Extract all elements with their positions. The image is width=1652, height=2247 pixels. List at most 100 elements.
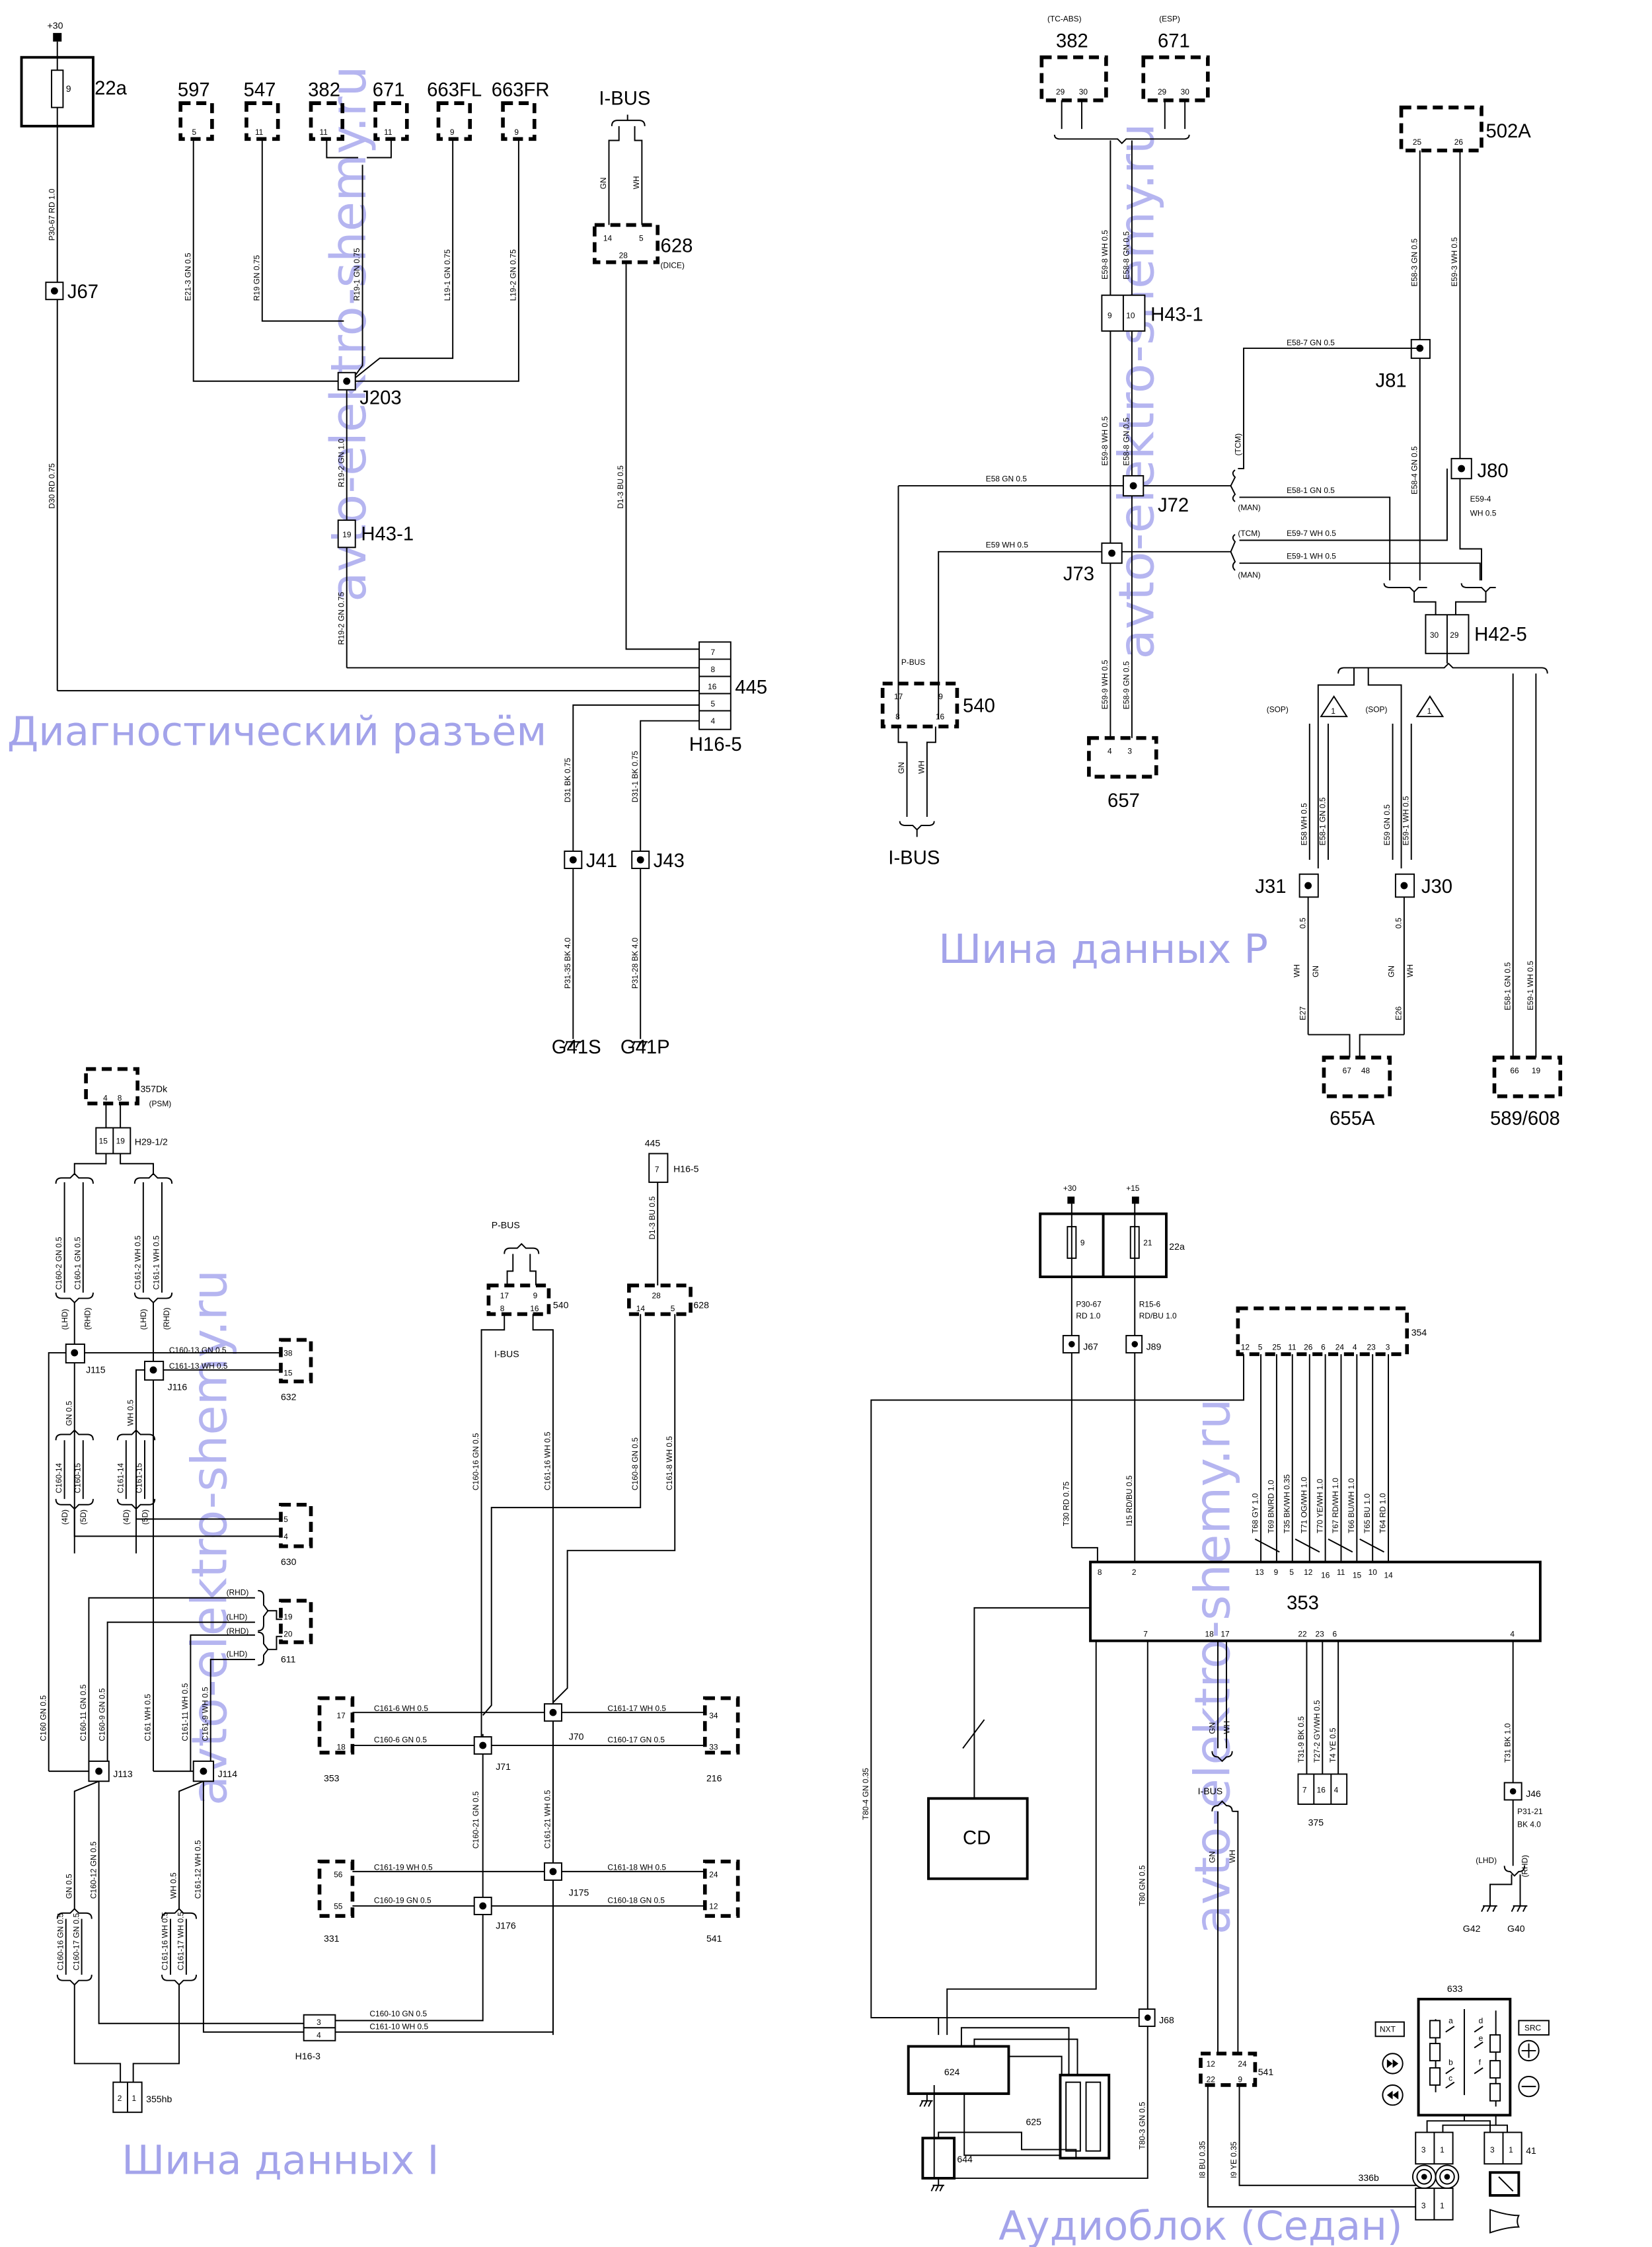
wire-label: E59 WH 0.5 (986, 540, 1029, 549)
wire-label: C161-18 WH 0.5 (607, 1863, 666, 1872)
splice-label: J43 (654, 851, 685, 872)
pin-label: 4 (1108, 747, 1112, 756)
wire-label: C160-9 GN 0.5 (97, 1688, 106, 1741)
pin-label: 12 (1207, 2059, 1216, 2069)
pin-label: 30 (1430, 630, 1439, 640)
wire-e58-7 (1238, 347, 1420, 470)
module-label: 597 (178, 79, 210, 100)
wire-label: C160-15 (73, 1463, 82, 1493)
splice-label: J71 (496, 1761, 511, 1772)
wire-label: C160-17 GN 0.5 (71, 1913, 81, 1970)
connector-375 (1297, 1773, 1348, 1805)
module-663fl: 663FL 9 (427, 79, 482, 141)
module-label: 630 (281, 1556, 297, 1567)
pin-label: 5 (639, 233, 644, 243)
pin-label: 29 (1056, 87, 1065, 96)
wire-label: C161-14 (116, 1463, 125, 1493)
speaker-wires (1260, 1354, 1390, 1562)
bus-brace (1053, 134, 1190, 145)
pin-label: 3 (1421, 2145, 1426, 2154)
module-label: 671 (1158, 31, 1190, 52)
wire-label: E59-3 WH 0.5 (1450, 237, 1459, 287)
pin-label: 5 (1289, 1568, 1294, 1577)
wire-label: E58-8 GN 0.5 (1122, 231, 1131, 280)
bus-brace (611, 114, 646, 126)
module-label: 625 (1026, 2117, 1041, 2127)
splice-dot (1509, 1788, 1517, 1795)
wire-label: R15-6 (1139, 1300, 1161, 1309)
pin-label: 12 (1241, 1343, 1250, 1352)
pin-label: 22 (1207, 2075, 1216, 2084)
wire-to-630 (73, 1509, 283, 1537)
wire-label: T69 BN/RD 1.0 (1267, 1480, 1276, 1533)
module-label: 41 (1526, 2145, 1536, 2156)
splice-label: J114 (218, 1769, 238, 1779)
wire-label: C160-19 GN 0.5 (374, 1896, 432, 1905)
pin-label: 3 (1421, 2201, 1426, 2210)
wire-382-671 (326, 139, 392, 159)
ground-icon (1511, 1905, 1528, 1913)
wire-label: C161-1 WH 0.5 (152, 1235, 161, 1289)
resistor-icon (1489, 2060, 1501, 2079)
module-611 (279, 1599, 313, 1644)
module-644 (921, 2137, 956, 2180)
wires-from-j113-j114 (73, 1780, 304, 2033)
pin-label: 66 (1510, 1066, 1519, 1075)
splice-label: J176 (496, 1921, 516, 1931)
splice-dot (569, 856, 577, 864)
variant-label: (LHD) (227, 1650, 248, 1659)
module-671 (1141, 55, 1210, 102)
pin-label: 24 (1238, 2059, 1247, 2069)
wire-label: WH (1293, 964, 1302, 977)
pin-label: 10 (1369, 1568, 1378, 1577)
connector-label: H42-5 (1474, 624, 1527, 645)
pin-label: 1 (1509, 2145, 1513, 2154)
wire-label: T68 GY 1.0 (1251, 1493, 1260, 1533)
module-cd (927, 1797, 1029, 1880)
wire-label: WH 0.5 (169, 1872, 178, 1899)
variant-label: (MAN) (1238, 570, 1260, 580)
wire-label: C161-17 WH 0.5 (607, 1704, 666, 1713)
wire (73, 1153, 154, 1176)
splice-dot (1400, 882, 1408, 890)
wire-label: C161-17 WH 0.5 (176, 1911, 186, 1970)
variant-label: (RHD) (227, 1626, 249, 1636)
wire-e59-3 (1459, 150, 1482, 581)
pin-label: 17 (894, 692, 903, 701)
component-cells (1085, 2081, 1102, 2152)
module-label: 644 (957, 2154, 973, 2164)
switch-label: c (1448, 2073, 1452, 2082)
pin-label: 5 (671, 1304, 675, 1313)
variant-label: (4D) (60, 1509, 69, 1525)
wires-to-655a (1308, 1034, 1404, 1058)
horn-coil-icon (1421, 2174, 1427, 2180)
fuse-number: 21 (1143, 1238, 1152, 1247)
module-540 (880, 681, 959, 729)
note-triangle-icon (1415, 695, 1445, 718)
wire-label: E59-1 WH 0.5 (1526, 961, 1535, 1010)
module-label: 671 (373, 79, 405, 100)
wire-label: D1-3 BU 0.5 (616, 465, 625, 509)
pin-label: 5 (283, 1515, 288, 1524)
wire-e59-1 (1239, 562, 1481, 581)
wire-label: C161-16 WH 0.5 (161, 1911, 170, 1970)
wire-label: P31-28 BK 4.0 (630, 937, 640, 989)
splice-dot (1458, 465, 1466, 473)
wire-e59 (938, 551, 1231, 720)
wire-to-cd (973, 1607, 1091, 1799)
connector-label: 375 (1308, 1817, 1324, 1827)
twisted-pair-marks (1254, 1538, 1384, 1553)
ground-icon (1481, 1905, 1497, 1913)
module-label: 540 (553, 1300, 569, 1311)
bus-brace (1383, 583, 1496, 593)
wire-label: C161 WH 0.5 (143, 1694, 153, 1741)
supply-terminal (1067, 1196, 1075, 1204)
module-label: CD (963, 1828, 991, 1849)
module-sublabel: (PSM) (149, 1099, 171, 1108)
pin-label: 23 (1367, 1343, 1376, 1352)
splice-label: J115 (86, 1364, 106, 1375)
module-label: 336b (1359, 2172, 1379, 2183)
wire-label: I8 BU 0.35 (1198, 2141, 1207, 2178)
pin-label: 1 (1440, 2201, 1445, 2210)
wire-label: C161-21 WH 0.5 (543, 1790, 552, 1848)
